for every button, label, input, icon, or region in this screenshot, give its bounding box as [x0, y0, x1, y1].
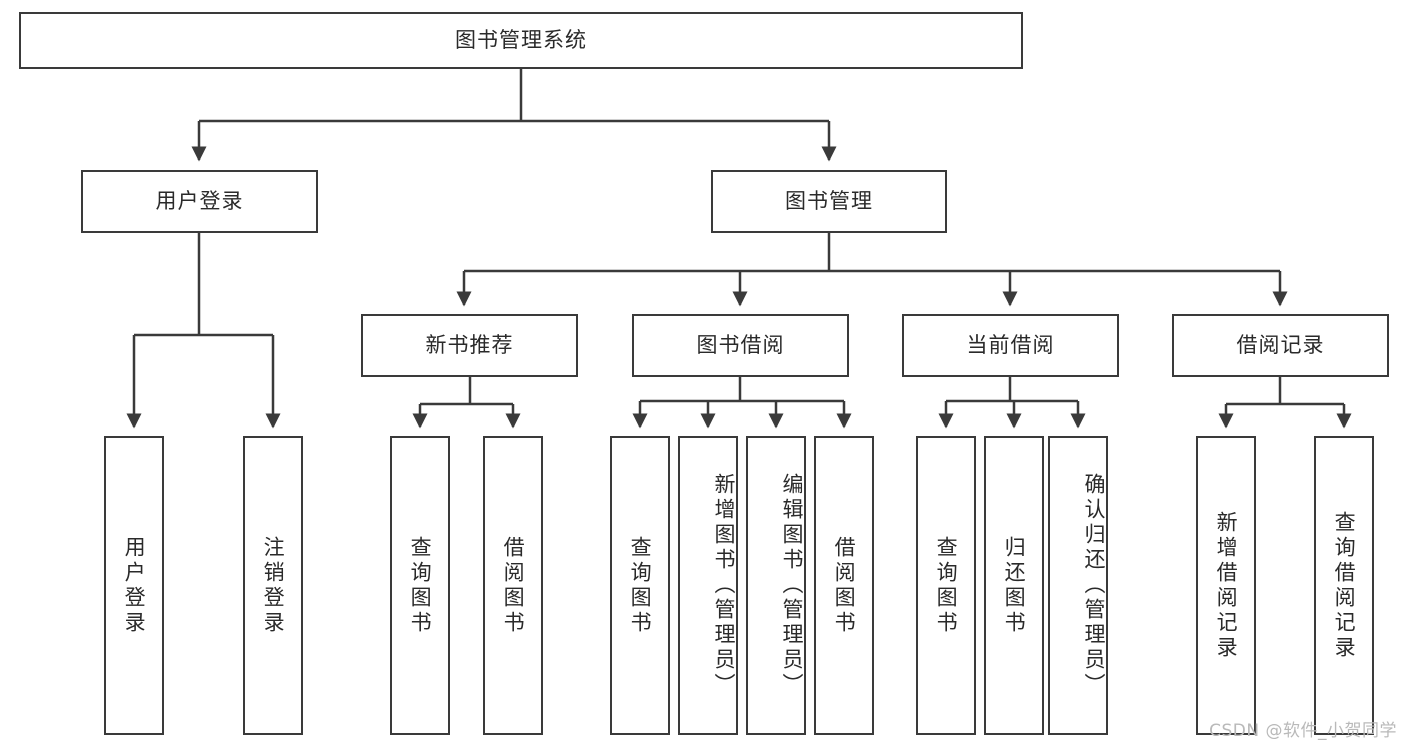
node-label: 借阅记录 — [1236, 332, 1325, 357]
node-label: 当前借阅 — [966, 332, 1055, 357]
leaf-current-borrow-return-book[interactable]: 归还图书 — [984, 436, 1044, 735]
leaf-user-login-signin[interactable]: 用户登录 — [104, 436, 164, 735]
leaf-borrow-record-query-record[interactable]: 查询借阅记录 — [1314, 436, 1374, 735]
leaf-current-borrow-confirm-return-admin[interactable]: 确认归还（管理员） — [1048, 436, 1108, 735]
node-label: 归还图书 — [1002, 535, 1027, 636]
node-borrow-record[interactable]: 借阅记录 — [1172, 314, 1389, 377]
node-label: 借阅图书 — [832, 535, 857, 636]
leaf-current-borrow-query-book[interactable]: 查询图书 — [916, 436, 976, 735]
node-label: 图书管理 — [785, 188, 873, 213]
node-user-login[interactable]: 用户登录 — [81, 170, 318, 233]
node-label: 用户登录 — [122, 535, 147, 636]
node-new-book-recommend[interactable]: 新书推荐 — [361, 314, 578, 377]
leaf-book-borrow-borrow-book[interactable]: 借阅图书 — [814, 436, 874, 735]
leaf-book-borrow-query-book[interactable]: 查询图书 — [610, 436, 670, 735]
node-current-borrow[interactable]: 当前借阅 — [902, 314, 1119, 377]
leaf-book-borrow-edit-book-admin[interactable]: 编辑图书（管理员） — [746, 436, 806, 735]
node-label: 用户登录 — [155, 188, 244, 213]
leaf-book-borrow-add-book-admin[interactable]: 新增图书（管理员） — [678, 436, 738, 735]
leaf-new-book-borrow-book[interactable]: 借阅图书 — [483, 436, 543, 735]
watermark: CSDN @软件_小贺同学 — [1209, 721, 1397, 741]
node-label: 查询图书 — [408, 535, 433, 636]
node-book-borrow[interactable]: 图书借阅 — [632, 314, 849, 377]
node-label: 新增图书（管理员） — [712, 473, 736, 698]
node-label: 新书推荐 — [425, 332, 514, 357]
leaf-user-login-signout[interactable]: 注销登录 — [243, 436, 303, 735]
node-label: 查询图书 — [628, 535, 653, 636]
node-label: 编辑图书（管理员） — [780, 473, 804, 698]
node-label: 查询借阅记录 — [1332, 510, 1357, 661]
node-label: 新增借阅记录 — [1214, 510, 1239, 661]
leaf-borrow-record-add-record[interactable]: 新增借阅记录 — [1196, 436, 1256, 735]
node-book-management[interactable]: 图书管理 — [711, 170, 947, 233]
node-label: 图书借阅 — [696, 332, 785, 357]
node-root-book-management-system[interactable]: 图书管理系统 — [19, 12, 1023, 69]
node-label: 借阅图书 — [501, 535, 526, 636]
node-label: 注销登录 — [261, 535, 286, 636]
leaf-new-book-query-book[interactable]: 查询图书 — [390, 436, 450, 735]
node-label: 查询图书 — [934, 535, 959, 636]
node-label: 确认归还（管理员） — [1082, 473, 1106, 698]
node-label: 图书管理系统 — [455, 27, 587, 52]
